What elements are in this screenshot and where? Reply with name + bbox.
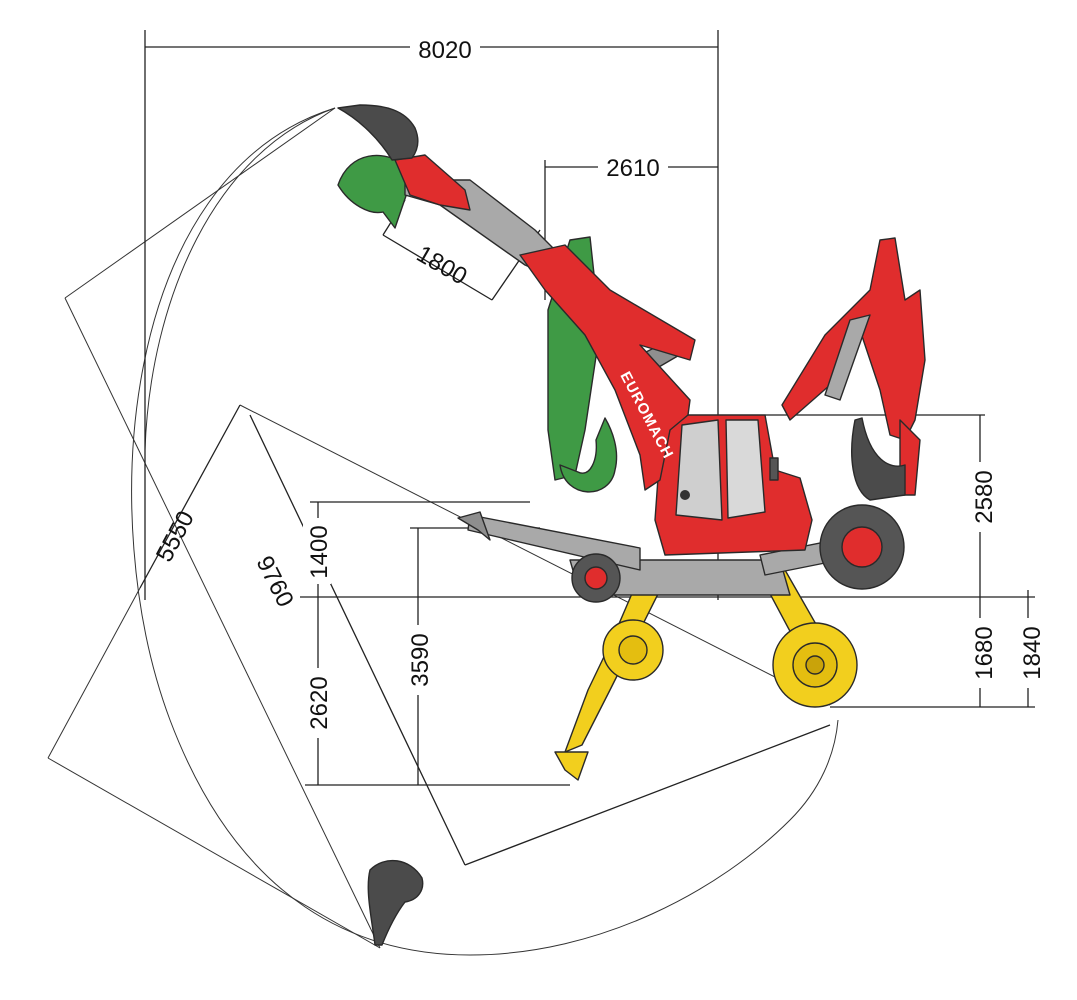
undercarriage	[457, 504, 905, 781]
bucket-bottom	[367, 859, 424, 946]
reach-arc-outer	[131, 107, 839, 956]
dim-leg-depth: 2620	[306, 676, 333, 729]
bucket-top	[337, 104, 419, 161]
yellow-foot	[554, 751, 589, 781]
dim-overall-width: 8020	[418, 37, 471, 64]
grey-claw	[457, 511, 491, 541]
dim-front-reach: 2610	[606, 155, 659, 182]
dark-bucket-right	[851, 417, 906, 501]
cab-door	[725, 419, 766, 519]
dim-radius-inner: 5550	[151, 507, 200, 567]
red-arm-right	[781, 237, 926, 501]
dark-buckets	[337, 104, 424, 946]
dim-height-right: 2580	[971, 470, 998, 523]
reach-envelope	[47, 107, 839, 956]
red-boom	[519, 244, 696, 491]
dim-radius-outer: 9760	[251, 552, 299, 612]
dim-height-left: 1400	[306, 525, 333, 578]
cab-window	[675, 419, 723, 521]
machine-body	[654, 414, 813, 556]
dim-dig-depth: 3590	[407, 633, 434, 686]
reach-radial-left	[47, 587, 141, 759]
dim-wheel-depth: 1680	[971, 626, 998, 679]
reach-radial-9760-top	[239, 404, 831, 706]
reach-radial-5550	[64, 297, 381, 949]
grey-link-right	[824, 314, 871, 401]
dim-total-depth: 1840	[1019, 626, 1046, 679]
reach-arc-inner	[144, 107, 336, 451]
reach-radial-top	[64, 107, 336, 299]
green-bucket-lower	[559, 417, 618, 493]
red-stick	[394, 154, 471, 211]
reach-radial-bottom	[47, 757, 381, 949]
dimension-labels: 8020 2610 1800 2580 1400 2620 3590 1680 …	[151, 33, 1046, 738]
